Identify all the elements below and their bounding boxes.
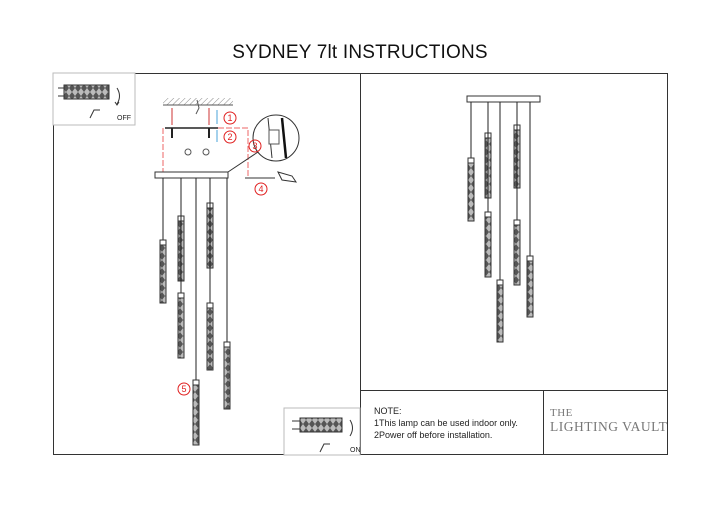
crystal-tube [223, 346, 231, 410]
tube-cap [526, 255, 534, 262]
crystal-tube [484, 216, 492, 278]
divider [543, 390, 544, 455]
tube-cap [496, 279, 504, 286]
tube-cap [484, 211, 492, 218]
step-4-number: 4 [258, 184, 263, 194]
canopy [466, 95, 541, 103]
tube-cap [513, 219, 521, 226]
crystal-tube [192, 384, 200, 446]
step-5-number: 5 [181, 384, 186, 394]
step-3-marker [248, 139, 262, 153]
wiring-detail [227, 114, 300, 183]
note-line: 1This lamp can be used indoor only. [374, 418, 518, 428]
step-3-number: 3 [252, 141, 257, 151]
step-2-marker [223, 130, 237, 144]
crystal-tube [177, 297, 185, 359]
tube-cap [177, 292, 185, 299]
crystal-tube [513, 224, 521, 286]
on-label: ON [350, 447, 361, 454]
note-box [360, 390, 668, 455]
tube-cap [467, 157, 475, 164]
tube-cap [206, 302, 214, 309]
page-title: SYDNEY 7lt INSTRUCTIONS [232, 42, 488, 63]
crystal-tube [206, 307, 214, 371]
step-1-marker [223, 111, 237, 125]
note: NOTE: 1This lamp can be used indoor only… [374, 405, 518, 441]
step-2-number: 2 [227, 132, 232, 142]
crystal-tube [467, 162, 475, 222]
crystal-tube [159, 244, 167, 304]
step-5-marker [177, 382, 191, 396]
divider [360, 73, 361, 455]
tube-cap [223, 341, 231, 348]
brand-logo: THE LIGHTING VAULT [550, 407, 667, 434]
step-1-number: 1 [227, 113, 232, 123]
pendant-left [154, 171, 231, 446]
canopy [154, 171, 229, 179]
ceiling-bracket [162, 98, 249, 178]
note-heading: NOTE: [374, 406, 402, 416]
note-line: 2Power off before installation. [374, 430, 493, 440]
brand-line1: THE [550, 407, 573, 419]
tube-cap [192, 379, 200, 386]
step-4-marker [254, 182, 268, 196]
breaker-on-icon: ON [283, 407, 361, 456]
brand-line2: LIGHTING VAULT [550, 419, 668, 434]
crystal-tube [526, 260, 534, 318]
pendant-right [466, 95, 541, 343]
crystal-tube [496, 284, 504, 343]
breaker-off-icon: OFF [52, 72, 136, 126]
tube-cap [159, 239, 167, 246]
off-label: OFF [117, 115, 131, 122]
